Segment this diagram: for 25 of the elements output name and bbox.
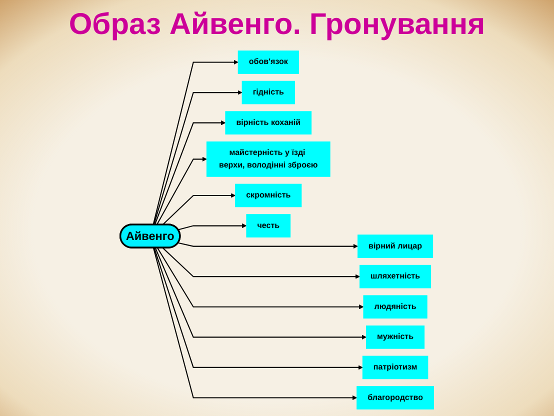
- node-box: патріотизм: [362, 356, 428, 380]
- title: Образ Айвенго. Гронування: [68, 8, 486, 42]
- arrow: [178, 242, 358, 249]
- node-box: майстерність у їзді верхи, володінні зброєю: [206, 141, 330, 177]
- node-box: людяність: [363, 295, 428, 319]
- arrow: [156, 248, 364, 310]
- node-box: обов'язок: [238, 50, 299, 74]
- node-box: честь: [246, 214, 291, 238]
- node-box: гідність: [242, 80, 295, 104]
- node-box: шляхетність: [360, 264, 432, 288]
- arrow: [162, 193, 236, 226]
- node-box: скромність: [235, 184, 302, 208]
- node-box: вірність коханій: [225, 111, 312, 134]
- arrow: [154, 120, 226, 225]
- arrow: [152, 248, 358, 400]
- arrow: [154, 248, 366, 340]
- node-box: вірний лицар: [358, 234, 434, 258]
- arrow: [178, 223, 247, 230]
- node-box: мужність: [366, 326, 425, 349]
- arrow: [162, 247, 360, 279]
- node-box: благородство: [356, 386, 434, 410]
- arrow: [152, 60, 238, 225]
- arrow: [153, 90, 242, 225]
- arrow: [154, 248, 363, 370]
- arrow: [156, 156, 207, 226]
